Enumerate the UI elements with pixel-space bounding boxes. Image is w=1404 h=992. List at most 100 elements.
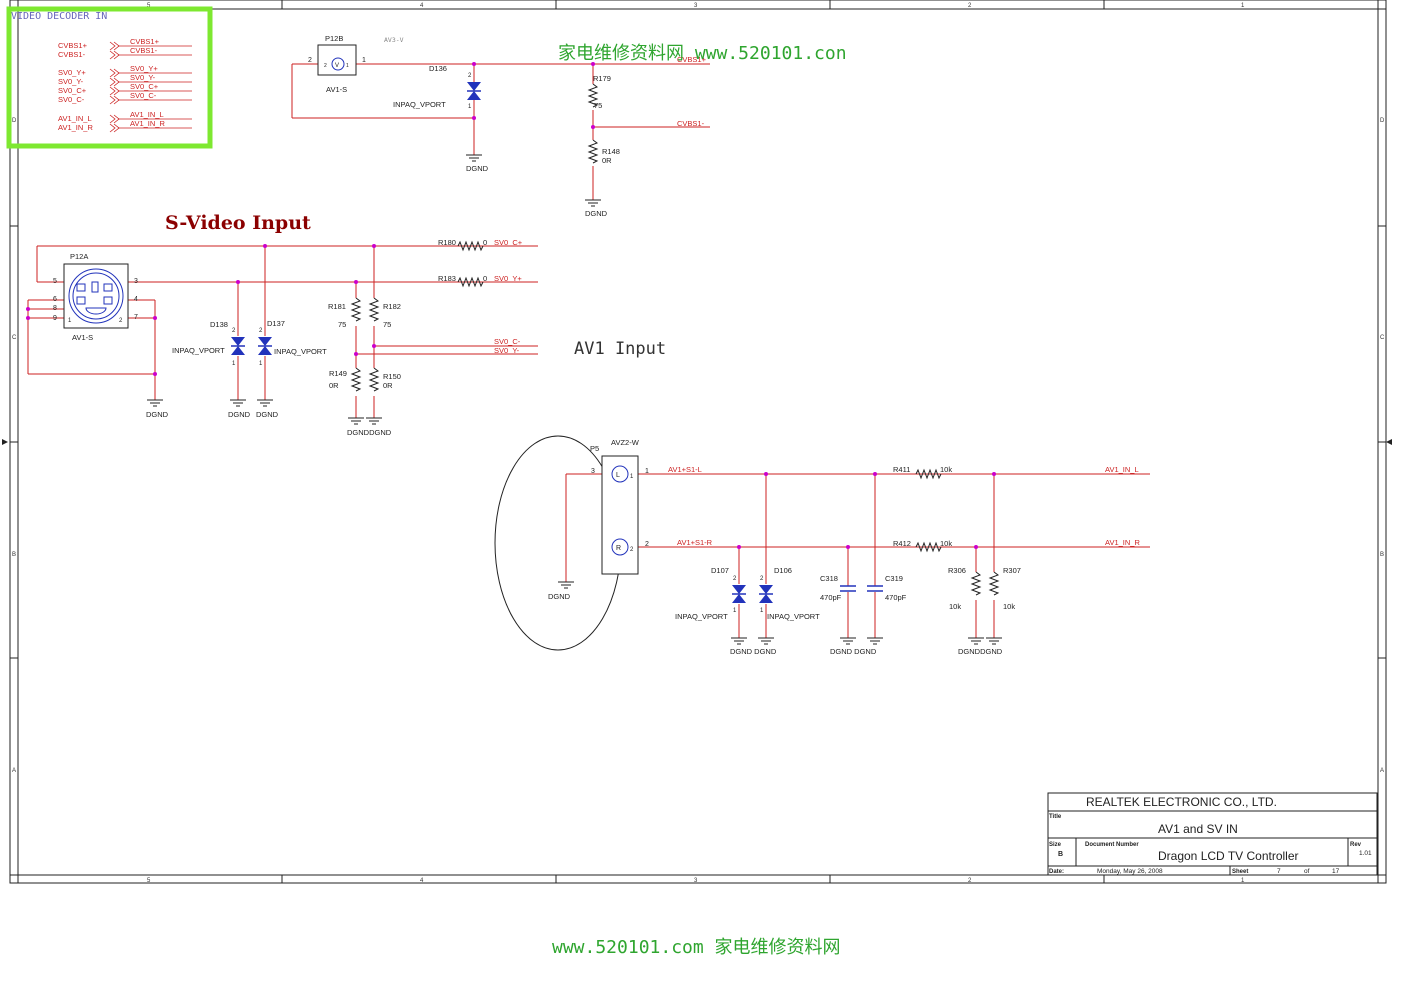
decoder-left-label: CVBS1- <box>58 50 86 59</box>
size-value: B <box>1058 851 1063 858</box>
cvbs-junctions <box>472 62 595 129</box>
net-cvbs1-plus: CVBS1+ <box>677 55 707 64</box>
r150-ref: R150 <box>383 372 401 381</box>
svideo-title: S-Video Input <box>165 212 311 234</box>
decoder-right-label: SV0_Y- <box>130 73 156 82</box>
av1-wires <box>565 473 1150 638</box>
p12a-pin: 7 <box>134 314 138 321</box>
d138-pin-bot: 1 <box>232 361 236 367</box>
decoder-port-symbols <box>109 41 192 133</box>
d107-pin-bot: 1 <box>733 608 737 614</box>
p5-pin-3: 3 <box>591 468 595 475</box>
p12b-sym-pin-r: 1 <box>346 63 349 69</box>
p12a-pin: 3 <box>134 278 138 285</box>
c319-ref: C319 <box>885 574 903 583</box>
cvbs-note: AV3-V <box>384 36 404 44</box>
svideo-junctions <box>26 244 376 376</box>
c318-ref: C318 <box>820 574 838 583</box>
r148-value: 0R <box>602 156 612 165</box>
av1-block: AV1 Input L R 1 2 P5 AVZ2-W 3 <box>494 339 1150 656</box>
d107-part: INPAQ_VPORT <box>675 612 728 621</box>
r411-resistor-icon <box>915 468 942 480</box>
zone-top-5: 5 <box>147 3 151 9</box>
net-av1-in-r: AV1_IN_R <box>1105 538 1140 547</box>
d136-ref: D136 <box>429 64 447 73</box>
r182-value: 75 <box>383 320 391 329</box>
decoder-highlight-box <box>6 6 213 149</box>
r412-resistor-icon <box>915 541 942 553</box>
p12a-connector-body <box>63 263 129 329</box>
watermark-top: 家电维修资料网 www.520101.con <box>558 43 847 64</box>
d138-tvs-diode-icon <box>231 337 245 355</box>
r181-value: 75 <box>338 320 346 329</box>
r411-value: 10k <box>940 465 952 474</box>
d136-tvs-diode-icon <box>467 82 481 100</box>
p5-ref: P5 <box>590 444 599 453</box>
p12b-pin-right: 1 <box>362 57 366 64</box>
decoder-right-label: SV0_Y+ <box>130 64 158 73</box>
av1-cap-gnd-label: DGND DGND <box>830 647 877 656</box>
decoder-left-label: CVBS1+ <box>58 41 88 50</box>
r180-resistor-icon <box>457 240 484 252</box>
d106-tvs-diode-icon <box>759 585 773 603</box>
zone-left-b: B <box>12 552 16 558</box>
decoder-left-label: AV1_IN_R <box>58 123 93 132</box>
r182-ref: R182 <box>383 302 401 311</box>
d136-pin-top: 2 <box>468 73 472 79</box>
d136-part: INPAQ_VPORT <box>393 100 446 109</box>
p5-right-jack-icon <box>611 538 629 556</box>
zone-bottom-5: 5 <box>147 878 151 884</box>
r307-resistor-icon <box>988 571 1000 596</box>
r183-value: 0 <box>483 274 487 283</box>
rev-value: 1.01 <box>1359 850 1372 857</box>
r181-ref: R181 <box>328 302 346 311</box>
svideo-block: S-Video Input <box>26 212 538 437</box>
sheet-number: 7 <box>1277 868 1281 875</box>
cvbs-gnd-label: DGND <box>466 164 489 173</box>
r181-resistor-icon <box>350 297 362 322</box>
r148-ground-icon <box>585 199 601 207</box>
p12a-ref: P12A <box>70 252 88 261</box>
decoder-right-label: SV0_C- <box>130 91 157 100</box>
c318-value: 470pF <box>820 593 842 602</box>
p5-ground-icon <box>558 581 574 589</box>
decoder-left-label: SV0_Y+ <box>58 68 86 77</box>
r149-value: 0R <box>329 381 339 390</box>
d136-pin-bot: 1 <box>468 104 472 110</box>
zone-right-a: A <box>1380 768 1384 774</box>
company-name: REALTEK ELECTRONIC CO., LTD. <box>1086 795 1277 809</box>
p5-sym-l-pin: 1 <box>630 474 634 480</box>
p12a-mini-din-icon <box>68 268 124 324</box>
p12a-pin: 8 <box>53 305 57 312</box>
p12a-pin: 6 <box>53 296 57 303</box>
zone-right-d: D <box>1380 118 1385 124</box>
net-sv0-c-plus: SV0_C+ <box>494 238 523 247</box>
decoder-right-label: AV1_IN_R <box>130 119 165 128</box>
p12b-connector-body <box>317 44 357 76</box>
r182-resistor-icon <box>368 297 380 322</box>
r148-gnd-label: DGND <box>585 209 608 218</box>
av1-ground-icons <box>731 637 1002 645</box>
svideo-gnd-label: DGND <box>146 410 169 419</box>
zone-bottom-2: 2 <box>968 878 972 884</box>
svideo-gnd-label: DGNDDGND <box>347 428 392 437</box>
d137-pin-top: 2 <box>259 328 263 334</box>
zone-bottom-4: 4 <box>420 878 424 884</box>
d138-ref: D138 <box>210 320 228 329</box>
av1-title: AV1 Input <box>574 339 666 359</box>
p5-pin-1: 1 <box>645 468 649 475</box>
d136-ground-icon <box>466 154 482 162</box>
cvbs-wires <box>291 63 710 200</box>
decoder-left-label: SV0_C+ <box>58 86 87 95</box>
r150-resistor-icon <box>368 367 380 392</box>
net-cvbs1-minus: CVBS1- <box>677 119 705 128</box>
decoder-right-label: AV1_IN_L <box>130 110 164 119</box>
d138-pin-top: 2 <box>232 328 236 334</box>
p12b-ref: P12B <box>325 34 343 43</box>
title-block: REALTEK ELECTRONIC CO., LTD. Title AV1 a… <box>1047 792 1378 876</box>
zone-left-d: D <box>12 118 17 124</box>
av1-diode-gnd-label: DGND DGND <box>730 647 777 656</box>
r183-ref: R183 <box>438 274 456 283</box>
p12a-pin-inner: 1 <box>68 318 72 324</box>
cvbs-block: V 2 1 P12B AV1-S 2 1 AV3-V D136 INPAQ_VP… <box>291 34 710 218</box>
